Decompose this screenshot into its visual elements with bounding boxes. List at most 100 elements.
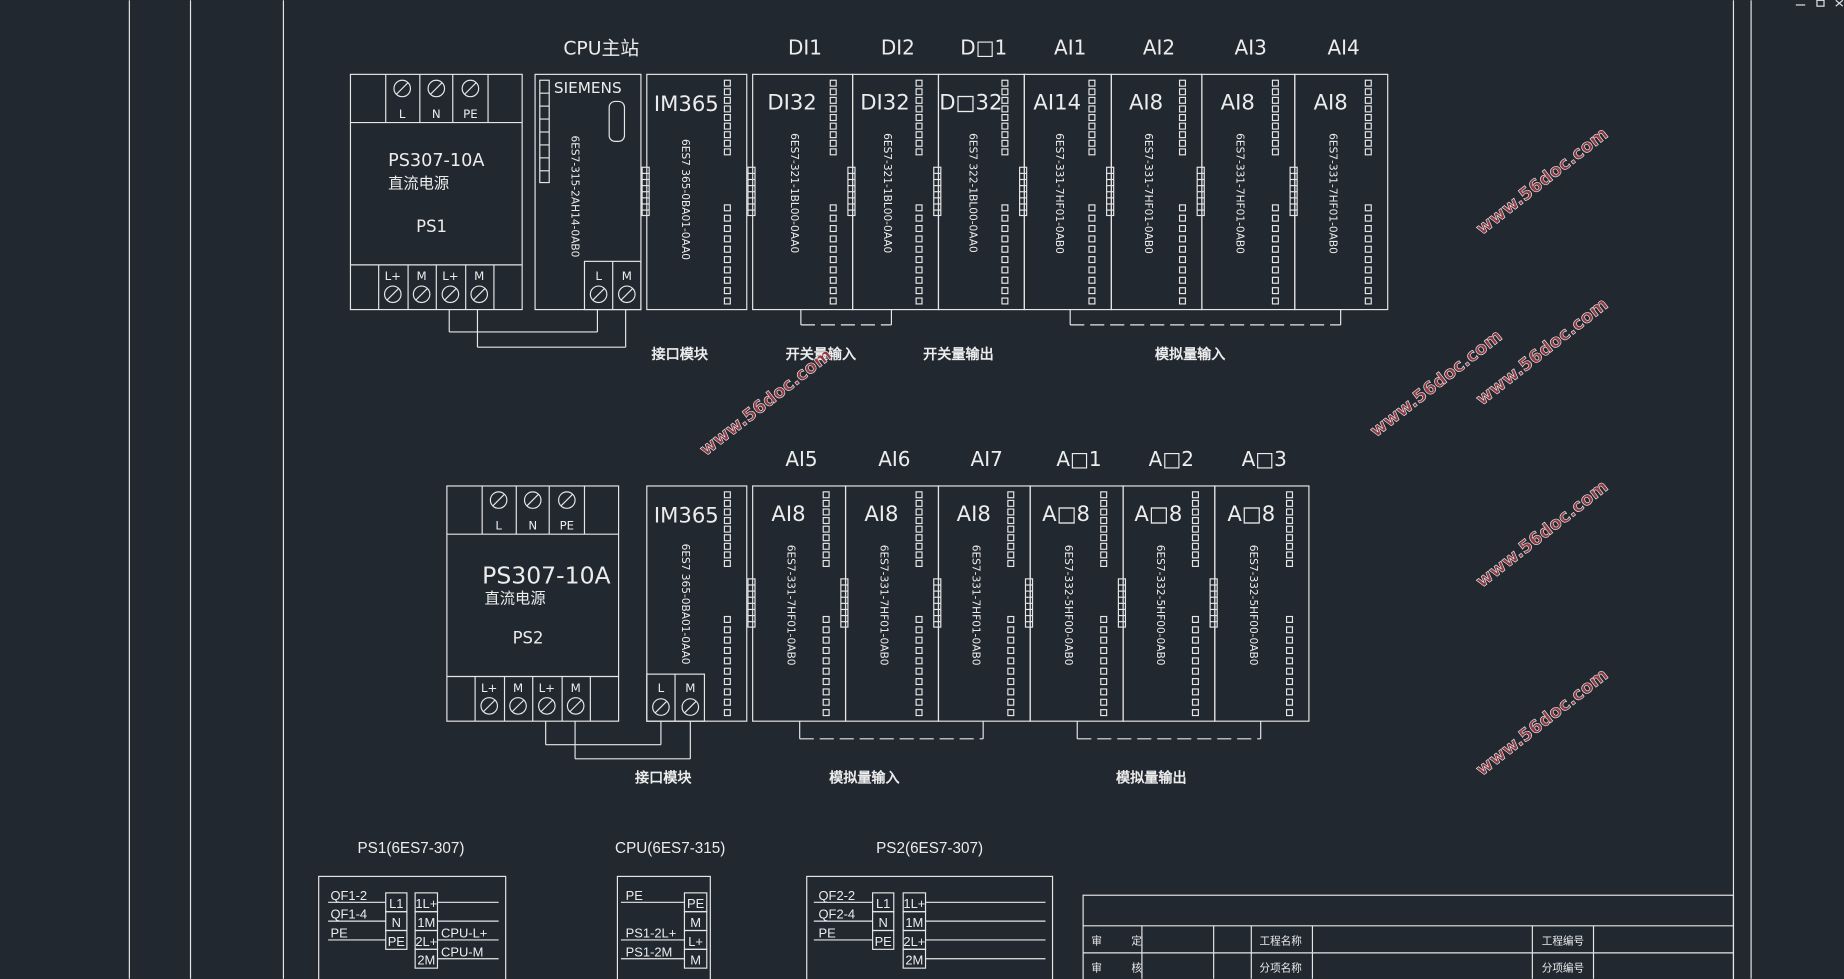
screw-slot [415, 287, 428, 301]
led-indicator [1001, 276, 1009, 284]
module-part-number: 6ES7-331-7HF01-0AB0 [1234, 133, 1246, 254]
bus-connector [840, 578, 849, 628]
screw-circle [383, 285, 402, 304]
led-indicator [1001, 113, 1009, 122]
led-indicator [723, 139, 731, 147]
led-indicator [829, 266, 837, 274]
led-indicator [1007, 626, 1015, 634]
terminal-label: 1M [905, 915, 923, 930]
led-indicator [723, 276, 731, 284]
led-indicator [723, 88, 731, 96]
led-indicator [1191, 525, 1199, 533]
led-indicator [822, 678, 830, 686]
led-indicator [822, 525, 830, 533]
module-type-label: AI8 [1314, 90, 1348, 115]
ps-description: 直流电源 [485, 590, 546, 608]
led-indicator [1271, 204, 1279, 212]
led-indicator [1007, 678, 1015, 686]
led-indicator [1364, 245, 1372, 253]
module-title: AI3 [1235, 35, 1267, 59]
led-indicator [1178, 139, 1187, 147]
terminal-label: L+ [539, 681, 555, 695]
led-indicator [1285, 678, 1294, 686]
input-label: PE [819, 926, 837, 941]
module-title: AI5 [785, 447, 817, 471]
screw-slot [654, 700, 668, 714]
led-indicator [1001, 225, 1009, 233]
led-indicator [1285, 615, 1294, 623]
led-indicator [1191, 534, 1199, 542]
terminal-label: M [690, 915, 701, 930]
group-label: 开关量输出 [923, 346, 994, 363]
led-indicator [1271, 131, 1279, 139]
led-indicator [1007, 688, 1015, 696]
im-part-number: 6ES7 365-0BA01-0AA0 [679, 139, 691, 260]
led-indicator [829, 287, 837, 295]
led-indicator [1271, 139, 1279, 147]
window-controls [1795, 0, 1844, 7]
led-indicator [1285, 499, 1294, 507]
led-indicator [1178, 225, 1187, 233]
led-indicator [723, 508, 731, 516]
module-part-number: 6ES7-321-1BL00-0AA0 [788, 133, 800, 253]
led-indicator [829, 235, 837, 243]
screw-circle [427, 79, 446, 98]
led-indicator [829, 214, 837, 222]
led-indicator [1088, 235, 1096, 243]
title-block-role: 核 [1131, 962, 1142, 975]
led-indicator [1364, 276, 1372, 284]
led-indicator [1364, 122, 1372, 130]
led-indicator [915, 96, 923, 104]
led-indicator [723, 79, 731, 87]
led-indicator [1271, 79, 1279, 87]
led-indicator [829, 256, 837, 264]
bus-connector [1019, 166, 1028, 217]
screw-circle [461, 79, 480, 98]
title-block-role: 定 [1131, 935, 1142, 948]
led-indicator [1191, 709, 1199, 717]
led-indicator [1285, 646, 1294, 655]
led-indicator [1100, 559, 1108, 567]
led-indicator [723, 534, 731, 542]
led-indicator [1364, 266, 1372, 274]
led-indicator [1178, 245, 1187, 253]
screw-terminal-icon [441, 285, 460, 304]
led-indicator [915, 615, 923, 623]
title-block-label: 分项编号 [1542, 962, 1584, 975]
led-indicator [1271, 148, 1279, 156]
restore-icon[interactable] [1816, 0, 1825, 7]
led-indicator [1088, 214, 1096, 222]
led-indicator [915, 534, 923, 542]
screw-terminal-icon [393, 79, 412, 98]
led-indicator [1178, 214, 1187, 222]
screw-terminal-icon [509, 697, 527, 715]
led-indicator [915, 636, 923, 644]
led-indicator [1001, 214, 1009, 222]
module-part-number: 6ES7-331-7HF01-0AB0 [1142, 133, 1154, 254]
led-indicator [915, 139, 923, 147]
led-indicator [723, 256, 731, 264]
led-indicator [1178, 131, 1187, 139]
led-indicator [723, 148, 731, 156]
input-label: PS1-2M [626, 944, 673, 959]
led-indicator [1007, 542, 1015, 550]
ps-name: PS1 [416, 217, 447, 236]
led-indicator [1285, 657, 1294, 665]
module-type-label: A□8 [1227, 501, 1275, 526]
led-indicator [915, 113, 923, 122]
